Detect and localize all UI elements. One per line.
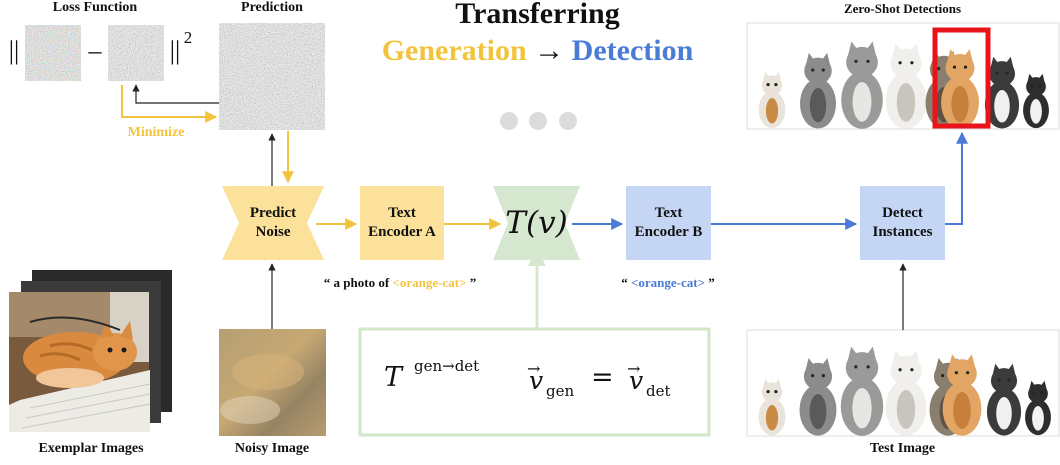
prediction-noise-image — [219, 23, 325, 130]
text-encoder-a-line1: Text — [388, 205, 416, 221]
text-encoder-b-line2: Encoder B — [634, 224, 703, 240]
predict-noise-line1: Predict — [249, 205, 297, 221]
detect-instances-shape — [860, 186, 945, 260]
detect-instances-line1: Detect — [882, 205, 923, 221]
exemplar-cat-photo — [9, 292, 151, 432]
equation-v-gen: v — [529, 366, 544, 395]
equation-vector-arrow: → — [627, 359, 641, 378]
prediction-label: Prediction — [241, 0, 303, 15]
cat-figure — [758, 71, 786, 129]
generation-prompt-open: “ a photo of — [323, 275, 393, 290]
detection-prompt: “ <orange-cat> ” — [596, 275, 740, 291]
cat-figure — [885, 350, 927, 436]
text-encoder-b-line1: Text — [654, 205, 683, 221]
text-encoder-a-line2: Encoder A — [368, 224, 436, 240]
text-encoder-b-shape — [626, 186, 711, 260]
cat-figure — [799, 52, 837, 129]
loss-function-label: Loss Function — [52, 0, 138, 15]
cat-figure — [984, 56, 1020, 129]
transform-box: T(v) — [505, 204, 568, 241]
detection-prompt-close: ” — [705, 275, 715, 290]
noisy-image — [219, 329, 326, 436]
zero-shot-detections-image — [746, 22, 1060, 130]
detect-instances-line2: Instances — [872, 224, 933, 240]
subtitle-arrow: → — [534, 34, 565, 67]
cat-figure — [942, 354, 982, 436]
equation-superscript: gen→det — [414, 357, 480, 375]
loss-noise-patch-b — [108, 25, 164, 81]
predict-noise-line2: Noise — [255, 224, 291, 240]
arrow-prediction-to-loss — [132, 84, 219, 104]
test-image-label: Test Image — [869, 441, 936, 456]
subtitle-line: Generation → Detection — [340, 34, 735, 68]
arrow-detect-to-zero-shot — [945, 131, 968, 225]
noisy-image-label: Noisy Image — [234, 441, 310, 456]
cat-figure — [1023, 73, 1049, 129]
equation-equals: = — [591, 362, 614, 393]
minimize-label: Minimize — [127, 125, 185, 140]
transform-shape — [493, 186, 580, 260]
equation-box — [358, 327, 711, 437]
cat-figure — [840, 346, 884, 436]
generation-prompt-token: <orange-cat> — [392, 275, 467, 290]
loss-minus: – — [88, 36, 102, 65]
cat-figure — [841, 41, 883, 129]
generation-prompt: “ a photo of <orange-cat> ” — [290, 275, 510, 291]
cat-figure — [986, 363, 1022, 436]
equation-sub-gen: gen — [546, 382, 575, 400]
detection-box — [932, 27, 991, 129]
loss-exponent: 2 — [183, 28, 193, 47]
cat-figure — [1025, 380, 1051, 436]
generation-prompt-close: ” — [466, 275, 477, 290]
ellipsis-dot — [500, 112, 518, 130]
cat-figure — [885, 43, 927, 129]
text-encoder-a-shape — [360, 186, 444, 260]
cat-figure — [758, 378, 786, 436]
equation: T gen→det → v gen = → v det — [384, 357, 694, 410]
subtitle-from: Generation — [381, 34, 527, 67]
predict-noise-shape — [222, 186, 324, 260]
title-line: Transferring — [455, 0, 620, 30]
equation-sub-det: det — [646, 382, 671, 400]
cat-figure — [941, 49, 979, 129]
loss-noise-patch-a — [25, 25, 81, 81]
detection-prompt-token: <orange-cat> — [630, 275, 705, 290]
subtitle-to: Detection — [571, 34, 694, 67]
equation-T: T — [384, 362, 403, 393]
loss-right-bar: || — [169, 36, 181, 65]
exemplar-images-label: Exemplar Images — [38, 441, 144, 456]
zero-shot-label: Zero-Shot Detections — [843, 1, 962, 16]
equation-vector-arrow: → — [527, 359, 541, 378]
detection-prompt-open: “ — [621, 275, 631, 290]
test-image — [746, 329, 1060, 437]
arrow-loss-minimize — [121, 85, 218, 123]
loss-left-bar: || — [8, 36, 20, 65]
ellipsis-dot — [529, 112, 547, 130]
cat-figure — [799, 358, 837, 436]
equation-v-det: v — [629, 366, 644, 395]
ellipsis-dot — [559, 112, 577, 130]
